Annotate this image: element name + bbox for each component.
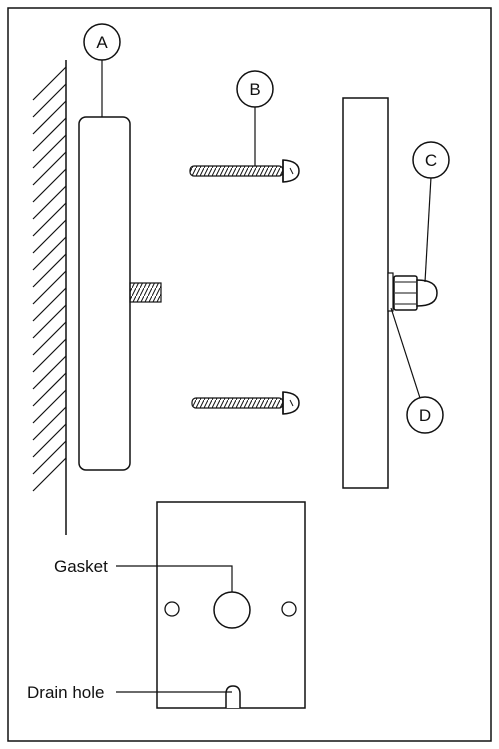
hatch-line [32,253,67,288]
stud [129,282,162,303]
hatch-line [32,83,67,118]
gasket-panel [156,501,306,709]
hatch-line [32,168,67,203]
page-border [7,7,492,742]
cap-nut [416,279,438,307]
hatch-line [32,270,67,305]
mounting-plate [342,97,389,489]
callout-d-label: D [419,406,431,425]
wall [32,60,67,535]
gasket-label-group: Gasket [54,557,233,592]
washer [387,272,394,312]
callout-c-label: C [425,151,437,170]
callout-a: A [83,23,121,117]
hatch-line [32,406,67,441]
hatch-line [32,66,67,101]
mounting-hole-left [164,601,180,617]
hatch-line [32,355,67,390]
drain-hole-label: Drain hole [27,683,105,702]
callout-c: C [412,141,450,283]
hatch-line [32,423,67,458]
mounting-hole-right [281,601,297,617]
drain-hole [225,685,241,708]
screw-top [189,159,300,183]
callout-a-label: A [96,33,108,52]
hatch-line [32,304,67,339]
hatch-line [32,338,67,373]
hatch-line [32,117,67,152]
hatch-line [32,236,67,271]
callout-b: B [236,70,274,166]
wall-hatching [32,66,67,492]
nut-assembly [387,272,438,312]
hatch-line [32,202,67,237]
screw-bottom [191,391,300,415]
hatch-line [32,219,67,254]
hatch-line [32,134,67,169]
gasket-label: Gasket [54,557,108,576]
callout-b-label: B [249,80,260,99]
hatch-line [32,151,67,186]
hatch-line [32,321,67,356]
hatch-line [32,440,67,475]
hatch-line [32,185,67,220]
gasket-center-hole [213,591,251,629]
part-a-base [78,116,162,471]
hatch-line [32,287,67,322]
hatch-line [32,389,67,424]
hatch-line [32,457,67,492]
hatch-line [32,100,67,135]
drain-hole-label-group: Drain hole [27,683,232,702]
hatch-line [32,372,67,407]
callout-d: D [390,307,444,434]
